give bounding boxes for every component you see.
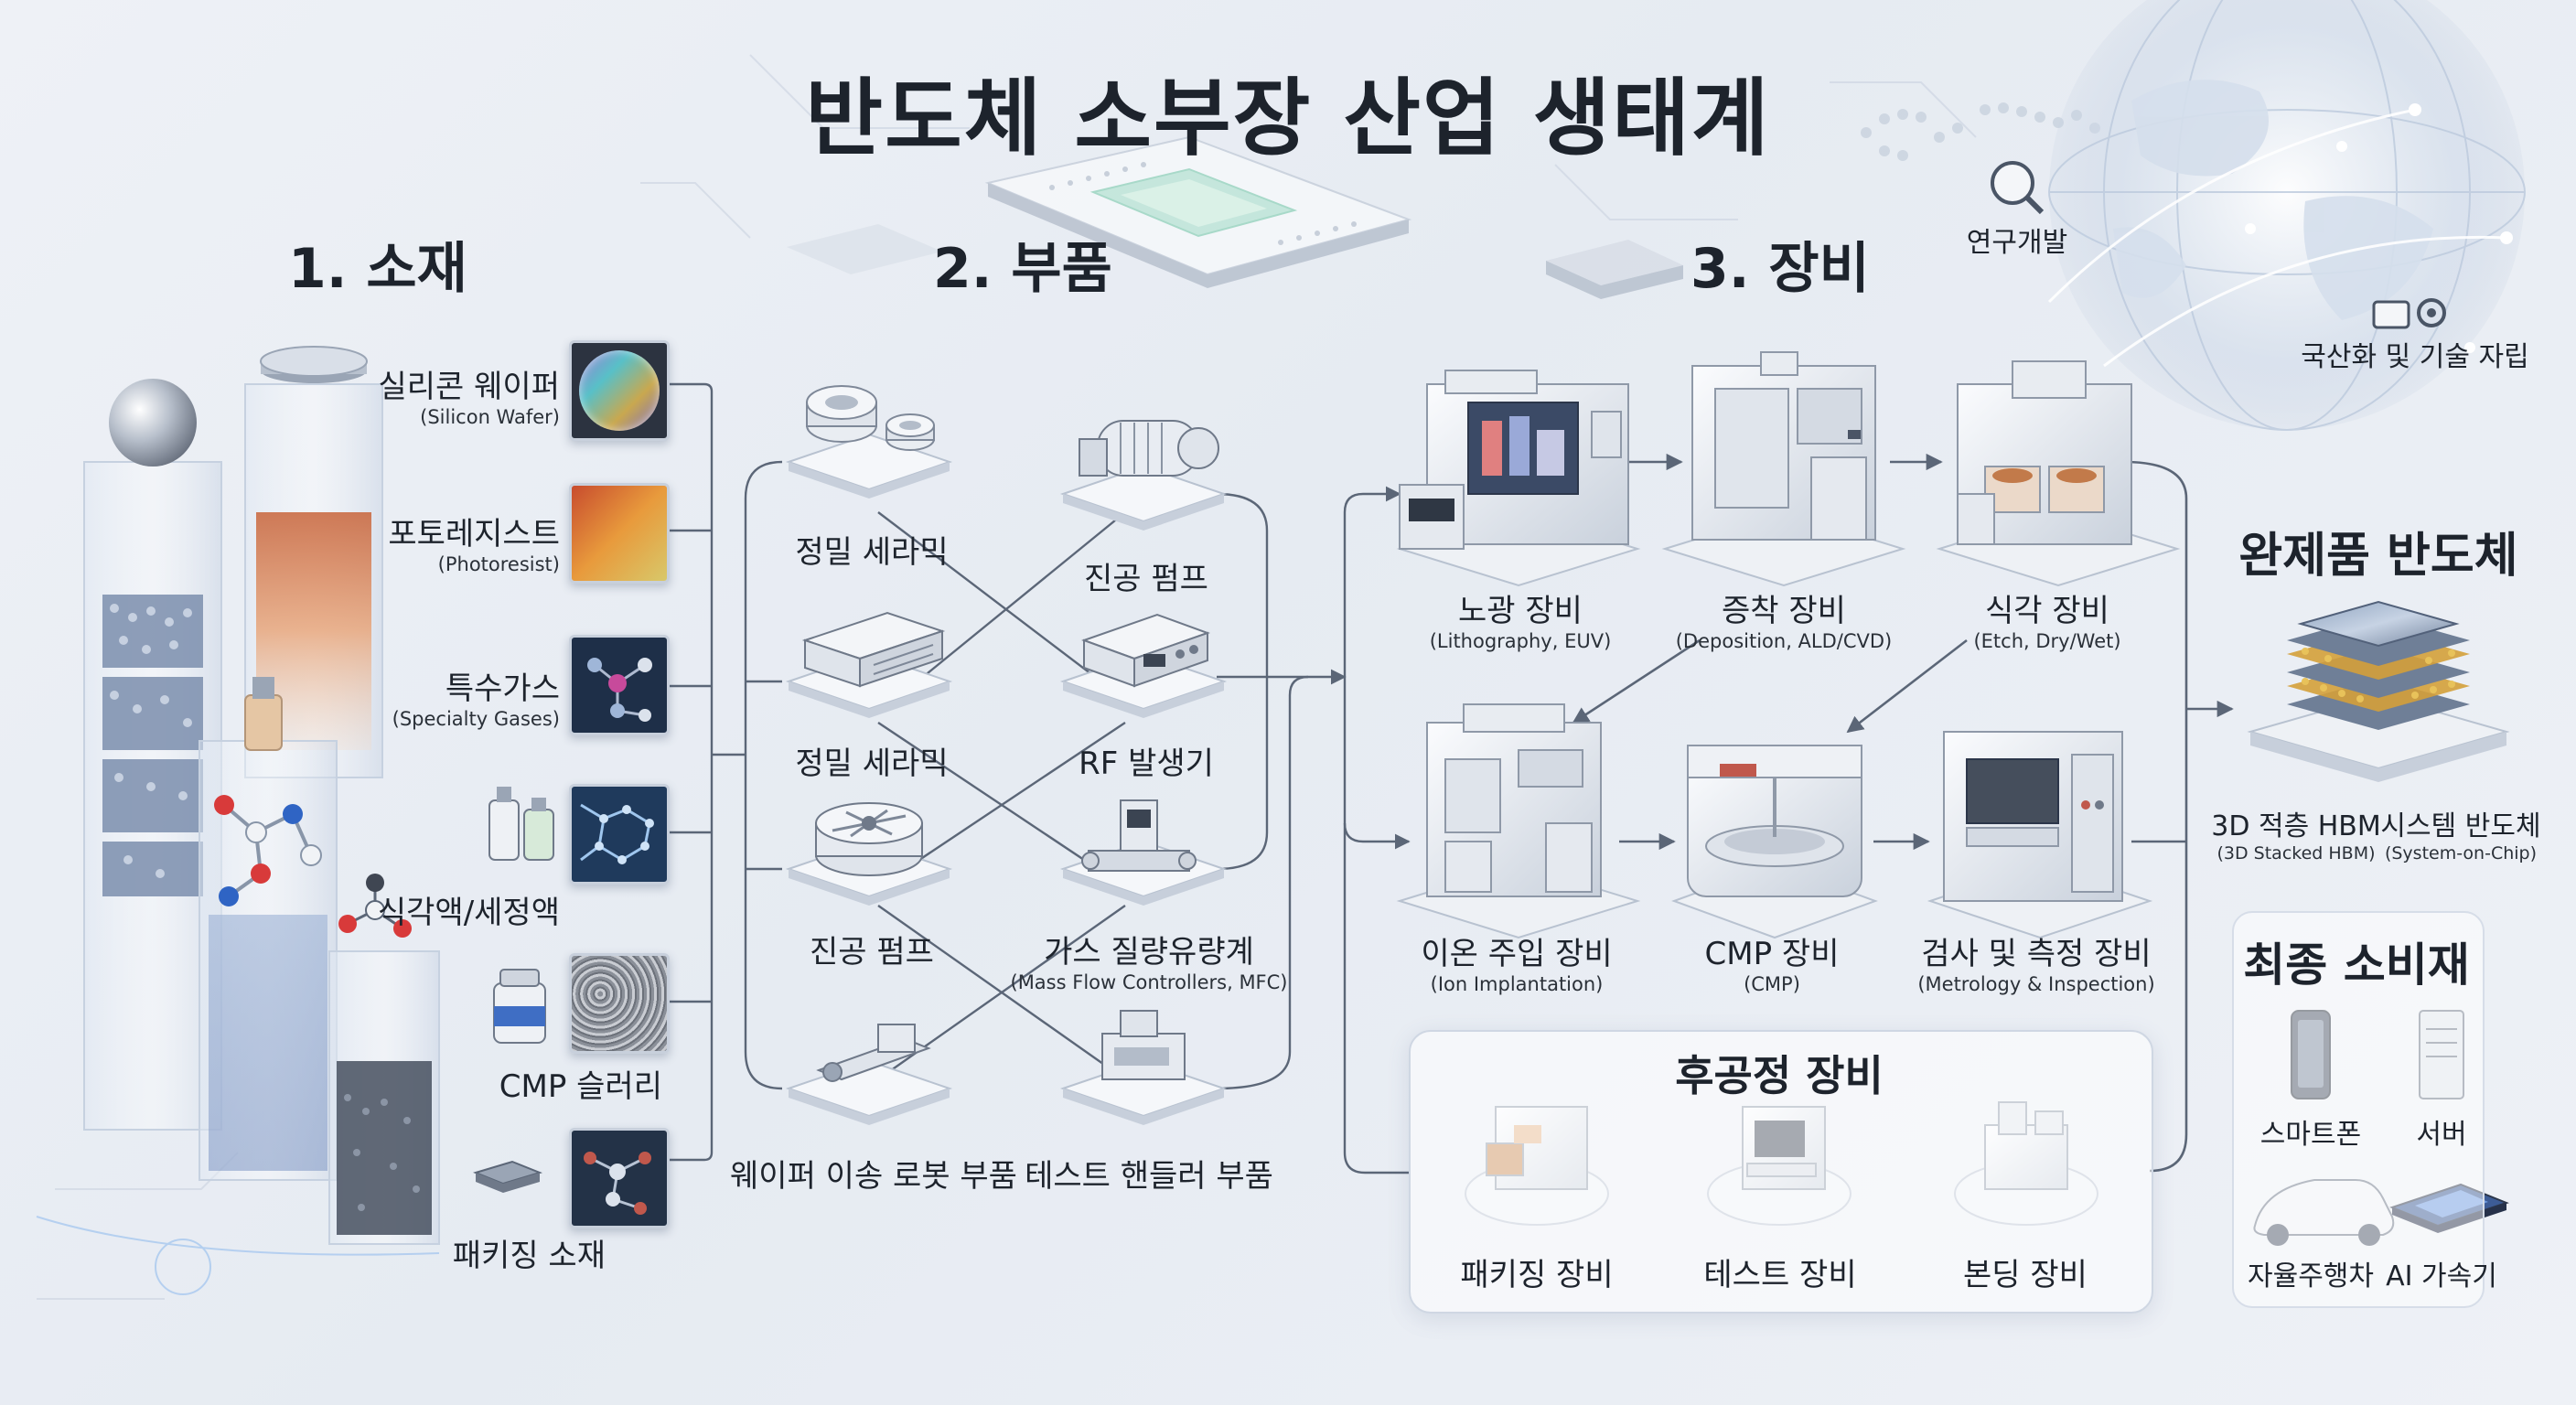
- material-en: (Specialty Gases): [392, 708, 560, 730]
- material-item: 포토레지스트 (Photoresist): [388, 509, 560, 575]
- rnd-magnifier-icon: [1991, 161, 2045, 215]
- material-en: (Silicon Wafer): [420, 406, 560, 428]
- cmp-slurry-thumbnail: [569, 953, 670, 1054]
- specialty-gas-thumbnail: [569, 635, 670, 735]
- slurry-jar-icon: [489, 965, 553, 1051]
- component-label: 진공 펌프: [810, 934, 934, 971]
- consumer-title: 최종 소비재: [2243, 938, 2470, 992]
- equipment-item: 증착 장비 (Deposition, ALD/CVD): [1676, 585, 1893, 652]
- equipment-label: 식각 장비: [1985, 593, 2109, 629]
- photoresist-thumbnail: [569, 483, 670, 584]
- consumer-item: 자율주행차: [2248, 1260, 2374, 1292]
- silicon-wafer-thumbnail: [569, 340, 670, 441]
- material-name: 포토레지스트: [388, 516, 560, 552]
- equipment-item: 검사 및 측정 장비 (Metrology & Inspection): [1917, 928, 2154, 995]
- localization-gear-icon: [2372, 298, 2446, 329]
- equipment-label: 노광 장비: [1458, 593, 1583, 629]
- component-label: 진공 펌프: [1084, 561, 1208, 597]
- hbm-chip-stack: [2247, 600, 2510, 782]
- equipment-label: 검사 및 측정 장비: [1921, 936, 2152, 972]
- component-item: 가스 질량유량계 (Mass Flow Controllers, MFC): [1011, 927, 1288, 993]
- finished-product-label: 3D 적층 HBM: [2211, 810, 2381, 842]
- finished-product-item: 3D 적층 HBM (3D Stacked HBM): [2211, 803, 2380, 863]
- materials-pillars-graphic: [83, 346, 440, 1245]
- material-item: 패키징 소재: [453, 1230, 606, 1275]
- component-label: 정밀 세라믹: [795, 745, 949, 782]
- equipment-machines: [1396, 351, 2181, 939]
- finished-product-title: 완제품 반도체: [2238, 529, 2518, 584]
- equipment-label: CMP 장비: [1704, 936, 1840, 972]
- material-name: CMP 슬러리: [499, 1068, 662, 1105]
- component-en: (Mass Flow Controllers, MFC): [1010, 971, 1288, 993]
- component-label: 테스트 핸들러 부품: [1025, 1158, 1273, 1195]
- equipment-item: 노광 장비 (Lithography, EUV): [1430, 585, 1612, 652]
- component-label: 가스 질량유량계: [1044, 934, 1254, 971]
- material-item: 실리콘 웨이퍼 (Silicon Wafer): [379, 361, 561, 428]
- back-end-equipment-panel: [1409, 1030, 2153, 1314]
- back-end-item: 테스트 장비: [1703, 1257, 1857, 1293]
- back-end-item: 패키징 장비: [1460, 1257, 1614, 1293]
- finished-product-en: (3D Stacked HBM): [2216, 843, 2376, 863]
- chemical-bottles-icon: [480, 778, 563, 873]
- material-name: 식각액/세정액: [377, 895, 560, 931]
- component-label: RF 발생기: [1079, 745, 1214, 782]
- finished-product-en: (System-on-Chip): [2384, 843, 2538, 863]
- equipment-en: (Ion Implantation): [1430, 973, 1604, 995]
- localization-label: 국산화 및 기술 자립: [2301, 341, 2529, 373]
- back-end-item: 본딩 장비: [1963, 1257, 2088, 1293]
- page-title: 반도체 소부장 산업 생태계: [805, 70, 1771, 167]
- equipment-en: (Lithography, EUV): [1429, 630, 1612, 652]
- packaging-material-icon: [471, 1154, 544, 1204]
- component-icons: [785, 385, 1228, 1125]
- equipment-en: (Etch, Dry/Wet): [1973, 630, 2121, 652]
- equipment-item: 이온 주입 장비 (Ion Implantation): [1421, 928, 1612, 995]
- material-item: CMP 슬러리: [499, 1061, 662, 1106]
- material-item: 식각액/세정액: [378, 887, 560, 932]
- material-name: 패키징 소재: [452, 1238, 606, 1274]
- equipment-en: (Metrology & Inspection): [1917, 973, 2155, 995]
- equipment-item: 식각 장비 (Etch, Dry/Wet): [1973, 585, 2120, 652]
- consumer-item: AI 가속기: [2386, 1260, 2497, 1292]
- etchant-thumbnail: [569, 784, 670, 885]
- component-label: 정밀 세라믹: [795, 534, 949, 571]
- material-name: 실리콘 웨이퍼: [378, 369, 561, 405]
- equipment-en: (Deposition, ALD/CVD): [1675, 630, 1893, 652]
- equipment-en: (CMP): [1744, 973, 1800, 995]
- packaging-thumbnail: [569, 1128, 670, 1228]
- equipment-item: CMP 장비 (CMP): [1705, 928, 1840, 995]
- component-label: 웨이퍼 이송 로봇 부품: [730, 1158, 1017, 1195]
- section-title-materials: 1. 소재: [288, 237, 467, 301]
- material-item: 특수가스 (Specialty Gases): [392, 663, 560, 730]
- consumer-panel: [2232, 911, 2485, 1308]
- back-end-title: 후공정 장비: [1675, 1051, 1884, 1100]
- section-title-components: 2. 부품: [933, 237, 1112, 301]
- finished-product-item: 시스템 반도체 (System-on-Chip): [2380, 803, 2540, 863]
- section-title-equipment: 3. 장비: [1690, 237, 1870, 301]
- finished-product-label: 시스템 반도체: [2380, 810, 2541, 842]
- consumer-item: 서버: [2416, 1119, 2467, 1151]
- equipment-label: 증착 장비: [1722, 593, 1846, 629]
- rnd-label: 연구개발: [1966, 227, 2068, 259]
- consumer-item: 스마트폰: [2259, 1119, 2362, 1151]
- background-chip-graphic: [984, 135, 1412, 288]
- material-name: 특수가스: [445, 670, 560, 707]
- equipment-label: 이온 주입 장비: [1421, 936, 1613, 972]
- material-en: (Photoresist): [437, 553, 560, 575]
